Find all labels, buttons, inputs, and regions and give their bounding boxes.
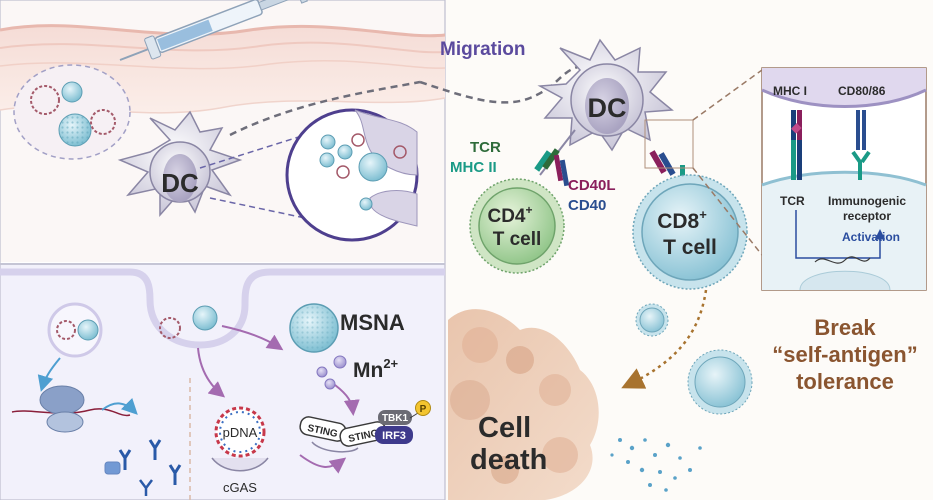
vesicle-pdna [159, 317, 181, 339]
pdna-label: pDNA [223, 425, 258, 440]
break-label-2: “self-antigen” [772, 342, 917, 367]
killing-arrow [621, 289, 708, 389]
migration-path-right [419, 64, 583, 104]
mn-label: Mn [353, 359, 383, 382]
dendritic-cell-right: DC [537, 38, 674, 152]
pdna-ring [214, 406, 266, 458]
tcr-inset-label: TCR [780, 194, 805, 208]
cell-death-label-2: death [470, 444, 547, 476]
cgas-label: cGAS [223, 480, 257, 495]
cell-death-mass [448, 309, 599, 500]
cd8-sup: + [699, 207, 707, 222]
cd4-t-cell: CD4+ T cell [469, 178, 565, 274]
mn-sup: 2+ [383, 356, 398, 371]
cd4-sup: + [526, 203, 533, 217]
cd8-label: CD8 [657, 210, 699, 233]
mhc-ii-label: MHC II [450, 159, 497, 176]
mhc-i-label: MHC I [773, 84, 807, 98]
antigen-icons [104, 439, 182, 496]
irf3-label: IRF3 [382, 430, 406, 442]
receptor-label: receptor [843, 209, 891, 223]
msna-label: MSNA [340, 310, 405, 335]
cgas-icon [211, 457, 269, 472]
receptor-pairs-cd4 [534, 129, 576, 187]
svg-text:CD8+: CD8+ [657, 207, 707, 233]
immunogenic-label: Immunogenic [828, 194, 906, 208]
tcr-label: TCR [470, 139, 501, 156]
tbk1-label: TBK1 [382, 413, 409, 424]
cd4-label: CD4 [487, 206, 525, 227]
cd80-86-label: CD80/86 [838, 84, 886, 98]
break-label-1: Break [814, 315, 876, 340]
migration-label: Migration [440, 39, 526, 60]
endosome [47, 302, 103, 358]
phosphate-icon [415, 400, 431, 416]
cd40-label: CD40 [568, 197, 606, 214]
injection-depot [13, 64, 131, 160]
small-t-cell-1 [635, 303, 669, 337]
p-label: P [420, 404, 427, 415]
cell-membrane [0, 268, 445, 349]
dendritic-cell-left: DC [117, 110, 243, 217]
small-t-cell-2 [687, 349, 753, 415]
dc-right-label: DC [588, 93, 627, 123]
cell-death-label-1: Cell [478, 412, 531, 444]
svg-text:Mn2+: Mn2+ [353, 356, 399, 382]
synapse-inset [761, 67, 927, 291]
mn-ions [316, 355, 347, 390]
msna-particle [289, 303, 339, 353]
activation-label: Activation [842, 230, 900, 244]
tbk1-icon [378, 410, 412, 425]
cd8-tcell-label: T cell [663, 236, 717, 259]
break-label-3: tolerance [796, 369, 894, 394]
sting-dimer [299, 416, 387, 453]
debris-dots [610, 438, 702, 492]
dc-left-label: DC [161, 168, 199, 198]
vesicle-msn [192, 305, 218, 331]
cd40l-label: CD40L [568, 177, 616, 194]
svg-text:CD4+: CD4+ [487, 203, 532, 227]
cd4-tcell-label: T cell [493, 229, 542, 250]
ribosome [11, 385, 131, 433]
migration-path-left [229, 80, 421, 137]
cd8-t-cell: CD8+ T cell [632, 174, 748, 290]
syringe-icon [119, 0, 308, 61]
uptake-zoom-circle [285, 108, 419, 242]
irf3-icon [375, 426, 413, 444]
